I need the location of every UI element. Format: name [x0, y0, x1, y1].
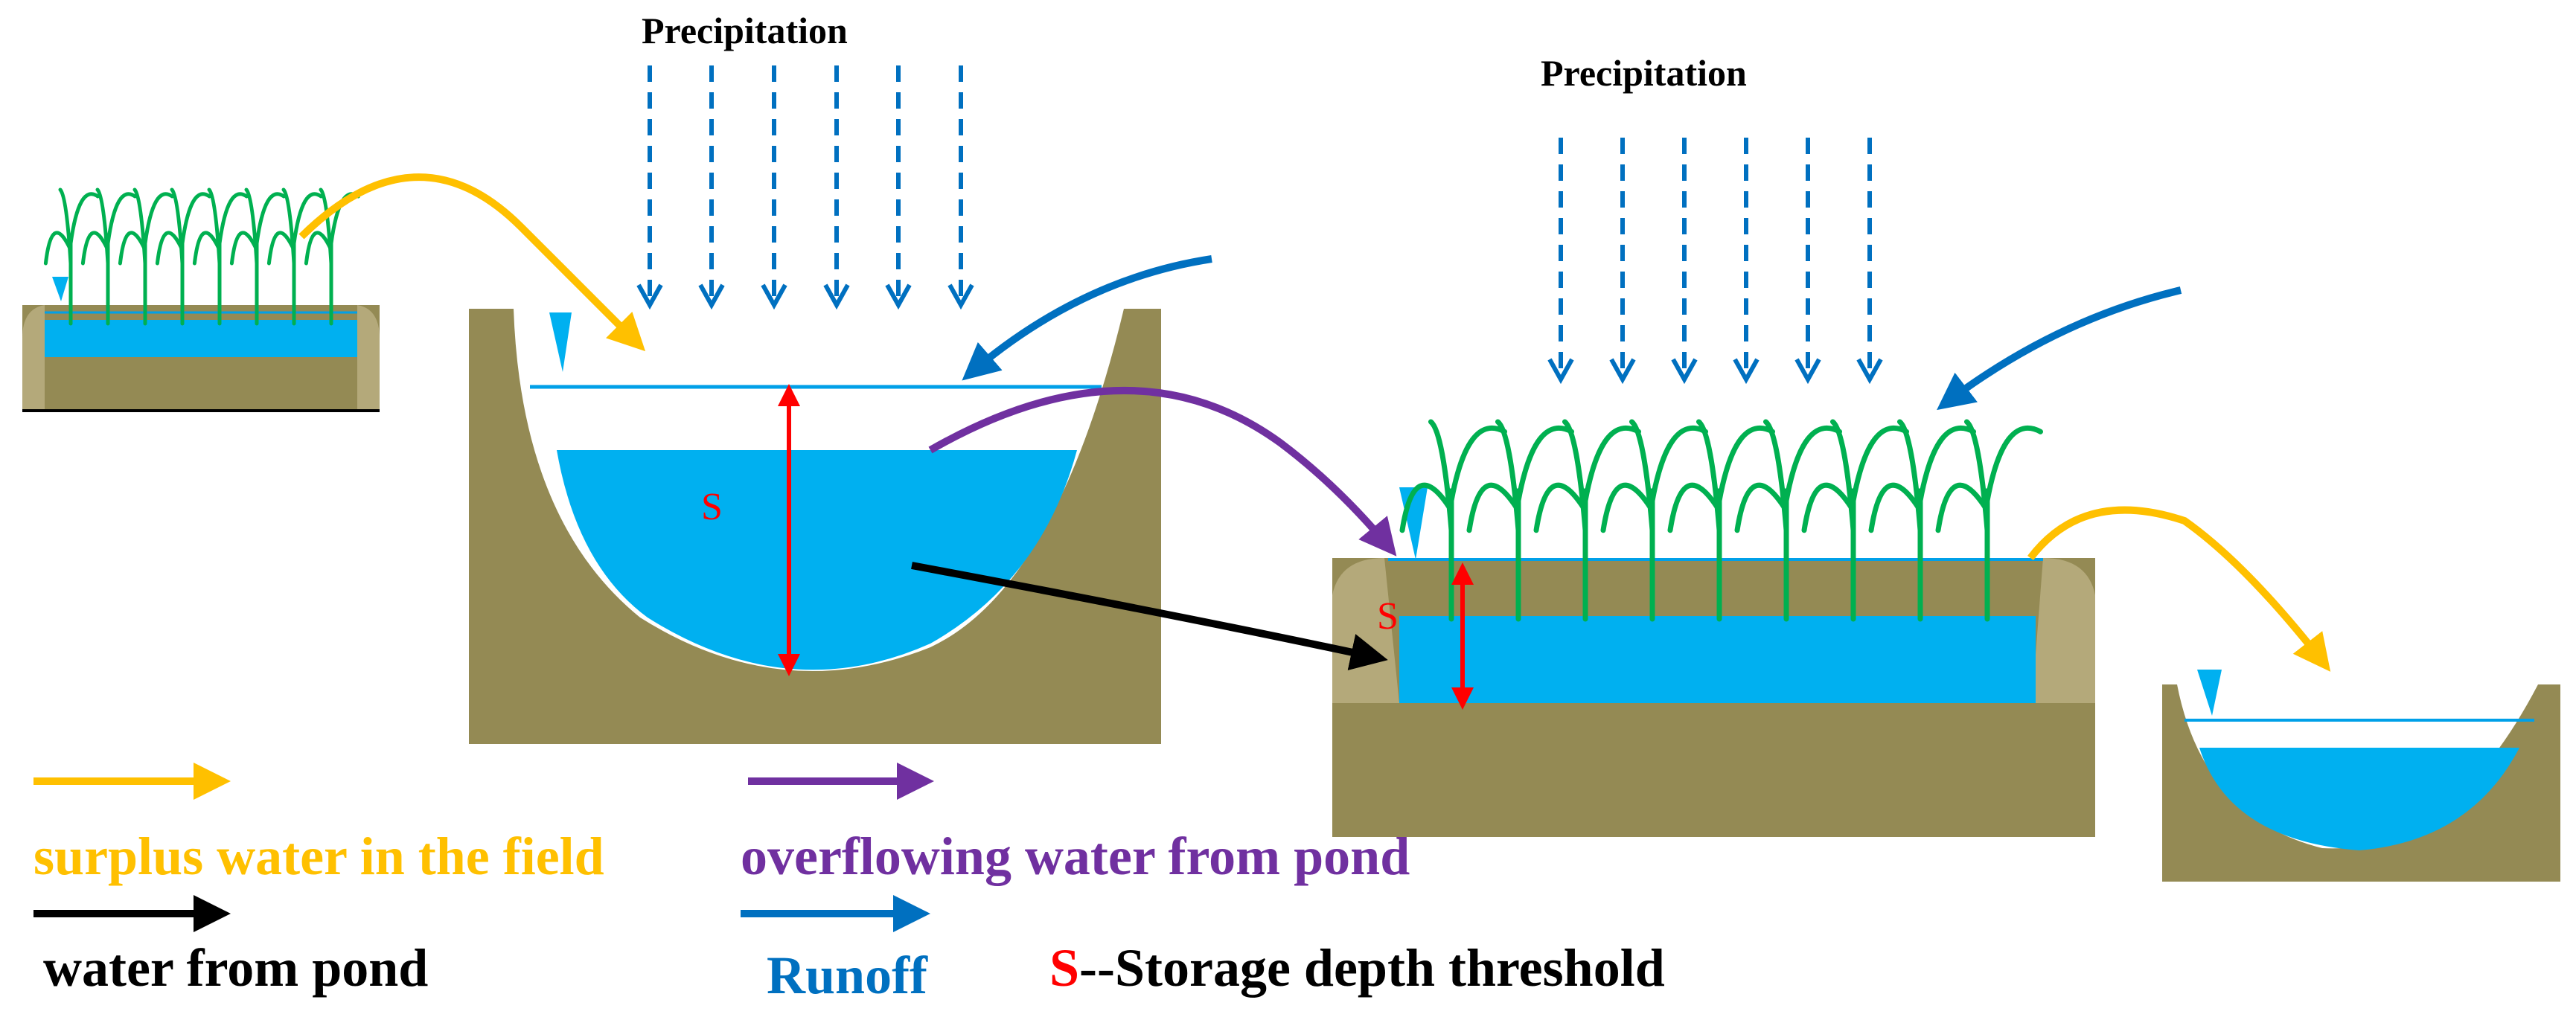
legend-runoff-label: Runoff [767, 946, 928, 1005]
small-field-right-bank [357, 305, 380, 409]
small-field-plants [43, 187, 360, 326]
field-threshold-label: S [1377, 595, 1399, 638]
precipitation-arrows-left [650, 65, 961, 305]
rice-plant-icon [1600, 419, 1708, 622]
surplus-water-arrow-small-field-to-pond [298, 173, 646, 352]
runoff-arrow-to-field [1937, 286, 2182, 411]
rice-plant-icon [266, 187, 323, 326]
overflow-arrow-pond-to-field [928, 386, 1397, 556]
rice-plant-icon [1935, 419, 2043, 622]
small-field-left-bank [22, 305, 45, 409]
water-level-triangle-icon [549, 312, 572, 372]
legend-surplus-label: surplus water in the field [33, 827, 604, 886]
runoff-arrow-to-pond [962, 255, 1212, 381]
small-pond-water [2199, 748, 2519, 850]
rice-plant-icon [1667, 419, 1775, 622]
big-field-water [1399, 616, 2036, 703]
precipitation-arrows-right [1561, 138, 1870, 379]
big-field-plants [1399, 419, 2043, 622]
legend: surplus water in the field overflowing w… [33, 763, 1665, 1005]
rice-plant-icon [229, 187, 286, 326]
rice-plant-icon [155, 187, 211, 326]
surplus-water-arrow-field-to-small-pond [2027, 506, 2331, 672]
rice-plant-icon [1466, 419, 1574, 622]
rice-plant-icon [1734, 419, 1842, 622]
precipitation-label-left: Precipitation [642, 10, 848, 51]
rice-plant-icon [80, 187, 137, 326]
legend-threshold-label: S--Storage depth threshold [1049, 938, 1665, 998]
small-pond [2162, 670, 2560, 882]
pond-threshold-label: S [701, 486, 723, 528]
rice-plant-icon [1533, 419, 1641, 622]
legend-threshold-symbol: S [1049, 938, 1079, 998]
pond-water [557, 450, 1077, 670]
big-field-right-bank [2032, 558, 2095, 703]
precipitation-label-right: Precipitation [1541, 52, 1747, 94]
rice-plant-icon [43, 187, 100, 326]
legend-overflow-label: overflowing water from pond [741, 827, 1410, 886]
big-field: S [1332, 419, 2095, 837]
rice-plant-icon [118, 187, 174, 326]
water-from-pond-arrow [911, 562, 1388, 671]
small-field [22, 187, 380, 412]
legend-threshold-text: --Storage depth threshold [1079, 938, 1665, 998]
small-field-water [45, 320, 357, 357]
pond: S [469, 309, 1161, 744]
legend-pond-water-label: water from pond [43, 938, 428, 998]
rice-plant-icon [192, 187, 249, 326]
water-level-triangle-icon [2197, 670, 2222, 716]
water-level-triangle-icon [52, 277, 68, 301]
rice-plant-icon [1801, 419, 1909, 622]
rice-plant-icon [1868, 419, 1976, 622]
